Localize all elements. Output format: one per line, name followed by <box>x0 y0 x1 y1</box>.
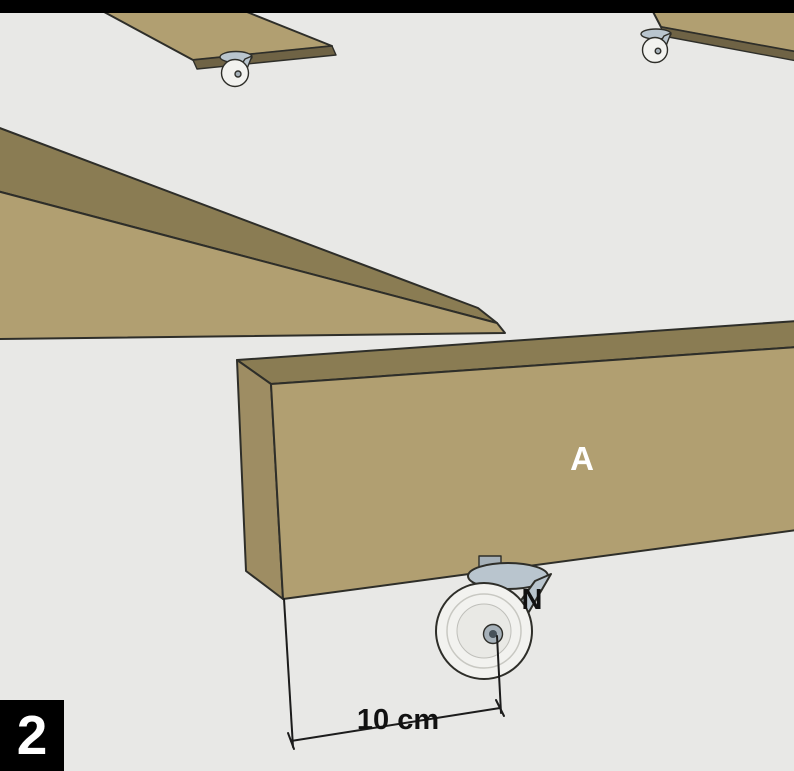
caster-small-left-hub <box>234 70 242 78</box>
dimension-label: 10 cm <box>357 704 439 736</box>
caster-n-wheel-ring <box>446 593 522 669</box>
step-number: 2 <box>17 704 48 766</box>
board-a-front-face <box>270 346 794 600</box>
dimension-extension-right <box>496 635 502 714</box>
label-caster-n: N <box>522 584 543 616</box>
step-number-box <box>0 700 64 771</box>
caster-n-axle-bolt <box>489 630 497 638</box>
caster-n <box>435 555 552 680</box>
label-board-a: A <box>570 440 594 477</box>
top-frame-bar <box>0 0 794 13</box>
caster-small-right-hub <box>654 47 662 55</box>
dimension-line <box>290 707 501 742</box>
dimension-tick-right <box>495 699 505 717</box>
caster-small-right <box>640 28 672 64</box>
caster-small-left <box>219 50 253 88</box>
dimension-tick-left <box>287 732 295 750</box>
side-rail-front-face <box>0 190 506 340</box>
dimension-extension-left <box>283 598 294 748</box>
